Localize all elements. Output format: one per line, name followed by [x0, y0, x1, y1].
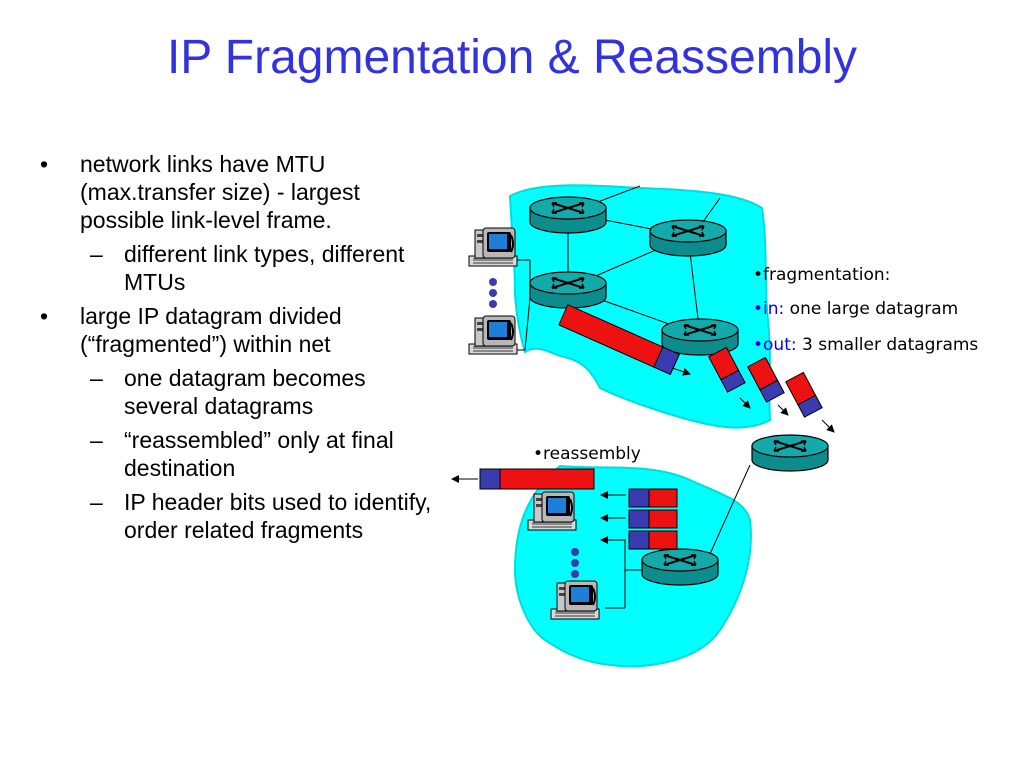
host-computer-icon	[550, 580, 600, 620]
host-computer-icon	[468, 315, 518, 355]
fragment-packet-icon	[785, 371, 823, 418]
router-icon	[751, 434, 829, 472]
in-key: •in:	[753, 299, 784, 319]
sub-bullet-item: – different link types, different MTUs	[40, 240, 440, 296]
sub-bullet-text: different link types, different MTUs	[124, 241, 405, 295]
in-text: one large datagram	[784, 299, 958, 319]
bullet-item: • network links have MTU (max.transfer s…	[40, 150, 440, 234]
fragment-packet-icon	[747, 356, 785, 403]
bullet-list: • network links have MTU (max.transfer s…	[40, 150, 440, 550]
sub-bullet-text: “reassembled” only at final destination	[124, 427, 394, 481]
more-hosts-dots	[489, 278, 579, 578]
sub-bullet-text: one datagram becomes several datagrams	[124, 365, 366, 419]
bullet-marker: •	[40, 151, 49, 177]
bullet-marker: •	[40, 303, 49, 329]
out-label: •out: 3 smaller datagrams	[753, 335, 978, 355]
host-computer-icon	[527, 491, 577, 531]
host-computer-icon	[468, 227, 518, 267]
sub-bullet-item: – IP header bits used to identify, order…	[40, 488, 440, 544]
router-icon	[641, 548, 719, 586]
fragment-packet-icon	[708, 346, 746, 393]
router-icon	[649, 219, 727, 257]
arrow-icon	[777, 404, 789, 416]
sub-bullet-marker: –	[90, 365, 103, 391]
bullet-text: network links have MTU (max.transfer siz…	[80, 151, 360, 233]
reassembly-fragments	[628, 488, 678, 550]
sub-bullet-marker: –	[90, 241, 103, 267]
sub-bullet-marker: –	[90, 427, 103, 453]
arrow-icon	[821, 419, 835, 433]
sub-bullet-item: – “reassembled” only at final destinatio…	[40, 426, 440, 482]
out-text: 3 smaller datagrams	[797, 335, 979, 355]
bullet-item: • large IP datagram divided (“fragmented…	[40, 302, 440, 358]
reassembled-datagram-packet-icon	[479, 468, 595, 490]
reassembly-label: •reassembly	[533, 444, 641, 464]
in-label: •in: one large datagram	[753, 299, 958, 319]
sub-bullet-item: – one datagram becomes several datagrams	[40, 364, 440, 420]
arrow-icon	[671, 367, 691, 376]
page-title: IP Fragmentation & Reassembly	[166, 31, 858, 84]
out-key: •out:	[753, 335, 797, 355]
sub-bullet-text: IP header bits used to identify, order r…	[124, 489, 432, 543]
router-icon	[529, 196, 607, 234]
large-datagram-packet-icon	[558, 304, 680, 376]
bullet-text: large IP datagram divided (“fragmented”)…	[80, 303, 342, 357]
fragmentation-label: •fragmentation:	[753, 265, 890, 285]
router-icon	[529, 271, 607, 309]
arrow-icon	[739, 397, 751, 409]
sub-bullet-marker: –	[90, 489, 103, 515]
